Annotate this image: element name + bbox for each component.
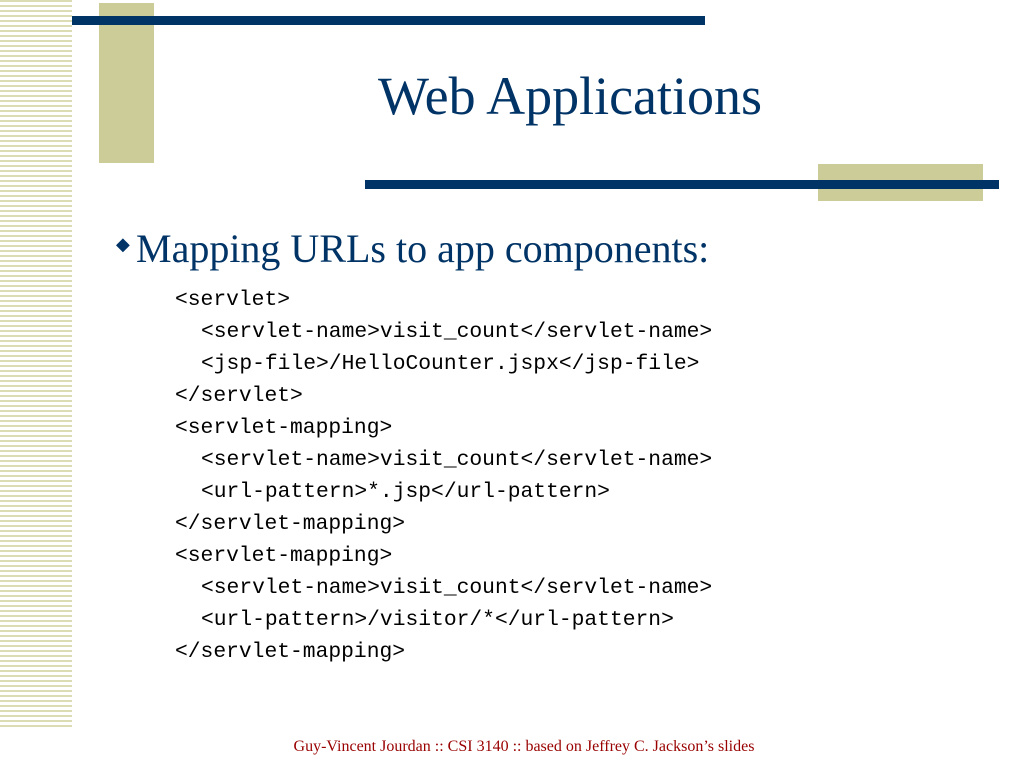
- code-line: </servlet-mapping>: [175, 512, 406, 536]
- code-line: <servlet-name>visit_count</servlet-name>: [201, 448, 713, 472]
- bullet-item: ◆ Mapping URLs to app components:: [116, 224, 709, 274]
- code-line: <servlet-name>visit_count</servlet-name>: [201, 576, 713, 600]
- left-stripe-decoration: [0, 0, 72, 728]
- title-rule-bottom: [365, 180, 999, 189]
- code-line: </servlet>: [175, 384, 303, 408]
- code-line: <servlet>: [175, 288, 291, 312]
- code-block: <servlet> <servlet-name>visit_count</serv…: [175, 284, 795, 668]
- diamond-bullet-icon: ◆: [116, 233, 130, 254]
- accent-square-top: [99, 3, 154, 163]
- code-line: </servlet-mapping>: [175, 640, 406, 664]
- code-line: <url-pattern>*.jsp</url-pattern>: [201, 480, 610, 504]
- code-line: <url-pattern>/visitor/*</url-pattern>: [201, 608, 674, 632]
- slide-footer: Guy-Vincent Jourdan :: CSI 3140 :: based…: [293, 738, 755, 755]
- code-line: <servlet-name>visit_count</servlet-name>: [201, 320, 713, 344]
- code-line: <jsp-file>/HelloCounter.jspx</jsp-file>: [201, 352, 700, 376]
- title-rule-top: [72, 16, 705, 25]
- code-line: <servlet-mapping>: [175, 416, 393, 440]
- bullet-text: Mapping URLs to app components:: [136, 226, 710, 271]
- slide-title: Web Applications: [377, 66, 763, 126]
- code-line: <servlet-mapping>: [175, 544, 393, 568]
